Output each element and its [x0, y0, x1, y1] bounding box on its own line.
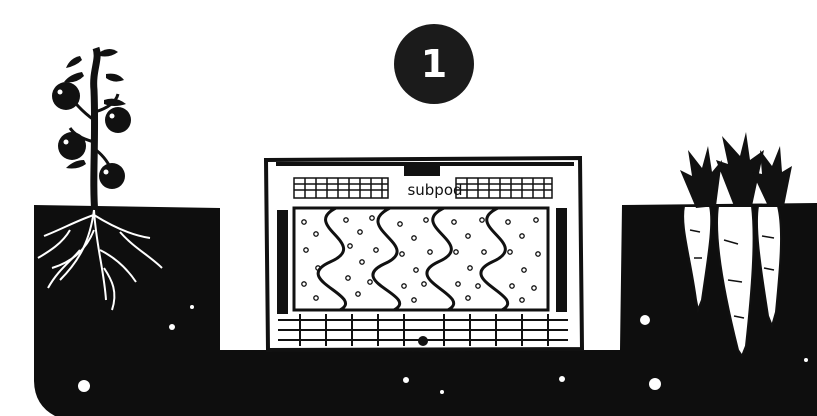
subpod-logo: subpod: [380, 181, 490, 199]
tomato-plant-icon: [52, 48, 131, 215]
step-number-badge: 1: [394, 24, 474, 104]
handle-left: [277, 210, 288, 314]
base-knob: [418, 336, 428, 346]
handle-right: [556, 208, 567, 312]
compost-window: [294, 208, 548, 310]
